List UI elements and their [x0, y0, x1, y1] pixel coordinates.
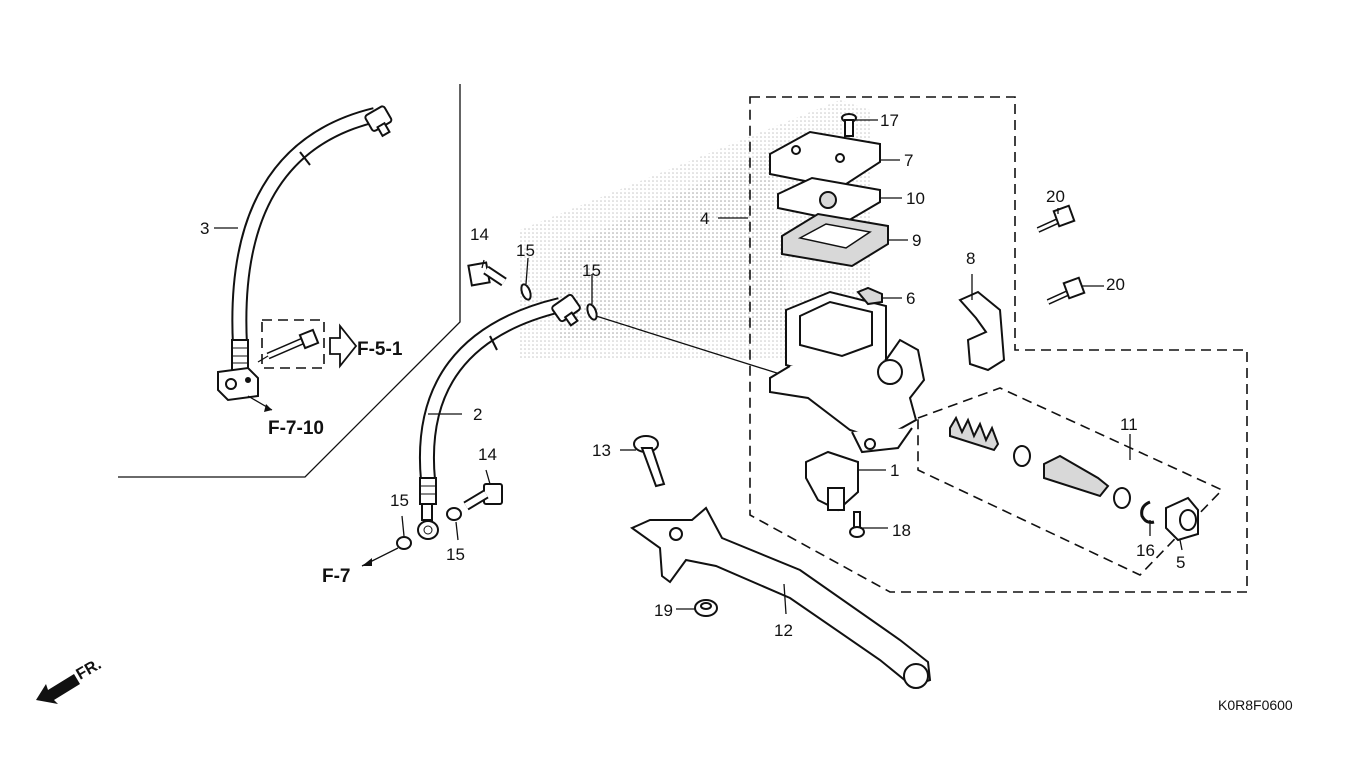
- spring-11: [949, 415, 1000, 452]
- callout-19[interactable]: 19: [654, 601, 673, 620]
- banjo-bolt-14-upper: [467, 261, 507, 287]
- brake-hose-3: [217, 105, 393, 402]
- screw-18: [849, 511, 865, 538]
- callout-15-d[interactable]: 15: [446, 545, 465, 564]
- circlip-16: [1140, 500, 1155, 524]
- callout-8[interactable]: 8: [966, 249, 975, 268]
- callout-10[interactable]: 10: [906, 189, 925, 208]
- callout-14-lower[interactable]: 14: [478, 445, 497, 464]
- assembly-4-outline: [749, 96, 1248, 593]
- bolt-20-b: [1046, 276, 1086, 305]
- callout-18[interactable]: 18: [892, 521, 911, 540]
- callout-4[interactable]: 4: [700, 209, 709, 228]
- banjo-bolt-icon: [266, 328, 320, 360]
- callout-1[interactable]: 1: [890, 461, 899, 480]
- washer-15-c: [446, 507, 462, 521]
- callout-17[interactable]: 17: [880, 111, 899, 130]
- callout-16[interactable]: 16: [1136, 541, 1155, 560]
- washer-15-b: [586, 303, 598, 321]
- reference-arrow-icon: [329, 323, 358, 369]
- callout-13[interactable]: 13: [592, 441, 611, 460]
- callout-12[interactable]: 12: [774, 621, 793, 640]
- callout-2[interactable]: 2: [473, 405, 482, 424]
- brake-lever-12: [629, 506, 932, 689]
- callout-15-c[interactable]: 15: [390, 491, 409, 510]
- f51-bolt-box: [261, 319, 325, 369]
- master-cylinder-holder-8: [958, 290, 1006, 372]
- callout-6[interactable]: 6: [906, 289, 915, 308]
- callout-9[interactable]: 9: [912, 231, 921, 250]
- callout-15-b[interactable]: 15: [582, 261, 601, 280]
- piston-11: [1043, 454, 1110, 498]
- diagram-code: K0R8F0600: [1218, 697, 1293, 713]
- callout-5[interactable]: 5: [1176, 553, 1185, 572]
- callout-14-upper[interactable]: 14: [470, 225, 489, 244]
- svg-text:FR.: FR.: [74, 656, 105, 684]
- callout-20-a[interactable]: 20: [1046, 187, 1065, 206]
- bolt-20-a: [1036, 204, 1076, 233]
- stop-switch-1: [805, 450, 859, 512]
- cup-11: [1013, 445, 1031, 467]
- ref-f7[interactable]: F-7: [322, 566, 351, 587]
- washer-15-d: [396, 536, 412, 550]
- ref-f5-1[interactable]: F-5-1: [357, 339, 403, 360]
- leader-lines: [214, 119, 1183, 615]
- washer-15-a: [520, 283, 532, 301]
- master-cylinder-body-4: [769, 290, 926, 454]
- callout-20-b[interactable]: 20: [1106, 275, 1125, 294]
- section-boundary-line: [118, 84, 461, 478]
- callout-7[interactable]: 7: [904, 151, 913, 170]
- front-arrow-icon: FR.: [36, 656, 104, 704]
- callout-3[interactable]: 3: [200, 219, 209, 238]
- brake-hose-2: [417, 293, 581, 540]
- boot-5: [1165, 496, 1199, 542]
- secondary-cup: [1113, 487, 1131, 509]
- screw-17: [841, 113, 857, 137]
- callout-15-a[interactable]: 15: [516, 241, 535, 260]
- ref-f7-10[interactable]: F-7-10: [268, 418, 324, 439]
- banjo-bolt-14-lower: [463, 483, 503, 511]
- callout-11[interactable]: 11: [1120, 415, 1138, 434]
- pivot-bolt-13: [633, 435, 666, 488]
- nut-19: [694, 599, 718, 617]
